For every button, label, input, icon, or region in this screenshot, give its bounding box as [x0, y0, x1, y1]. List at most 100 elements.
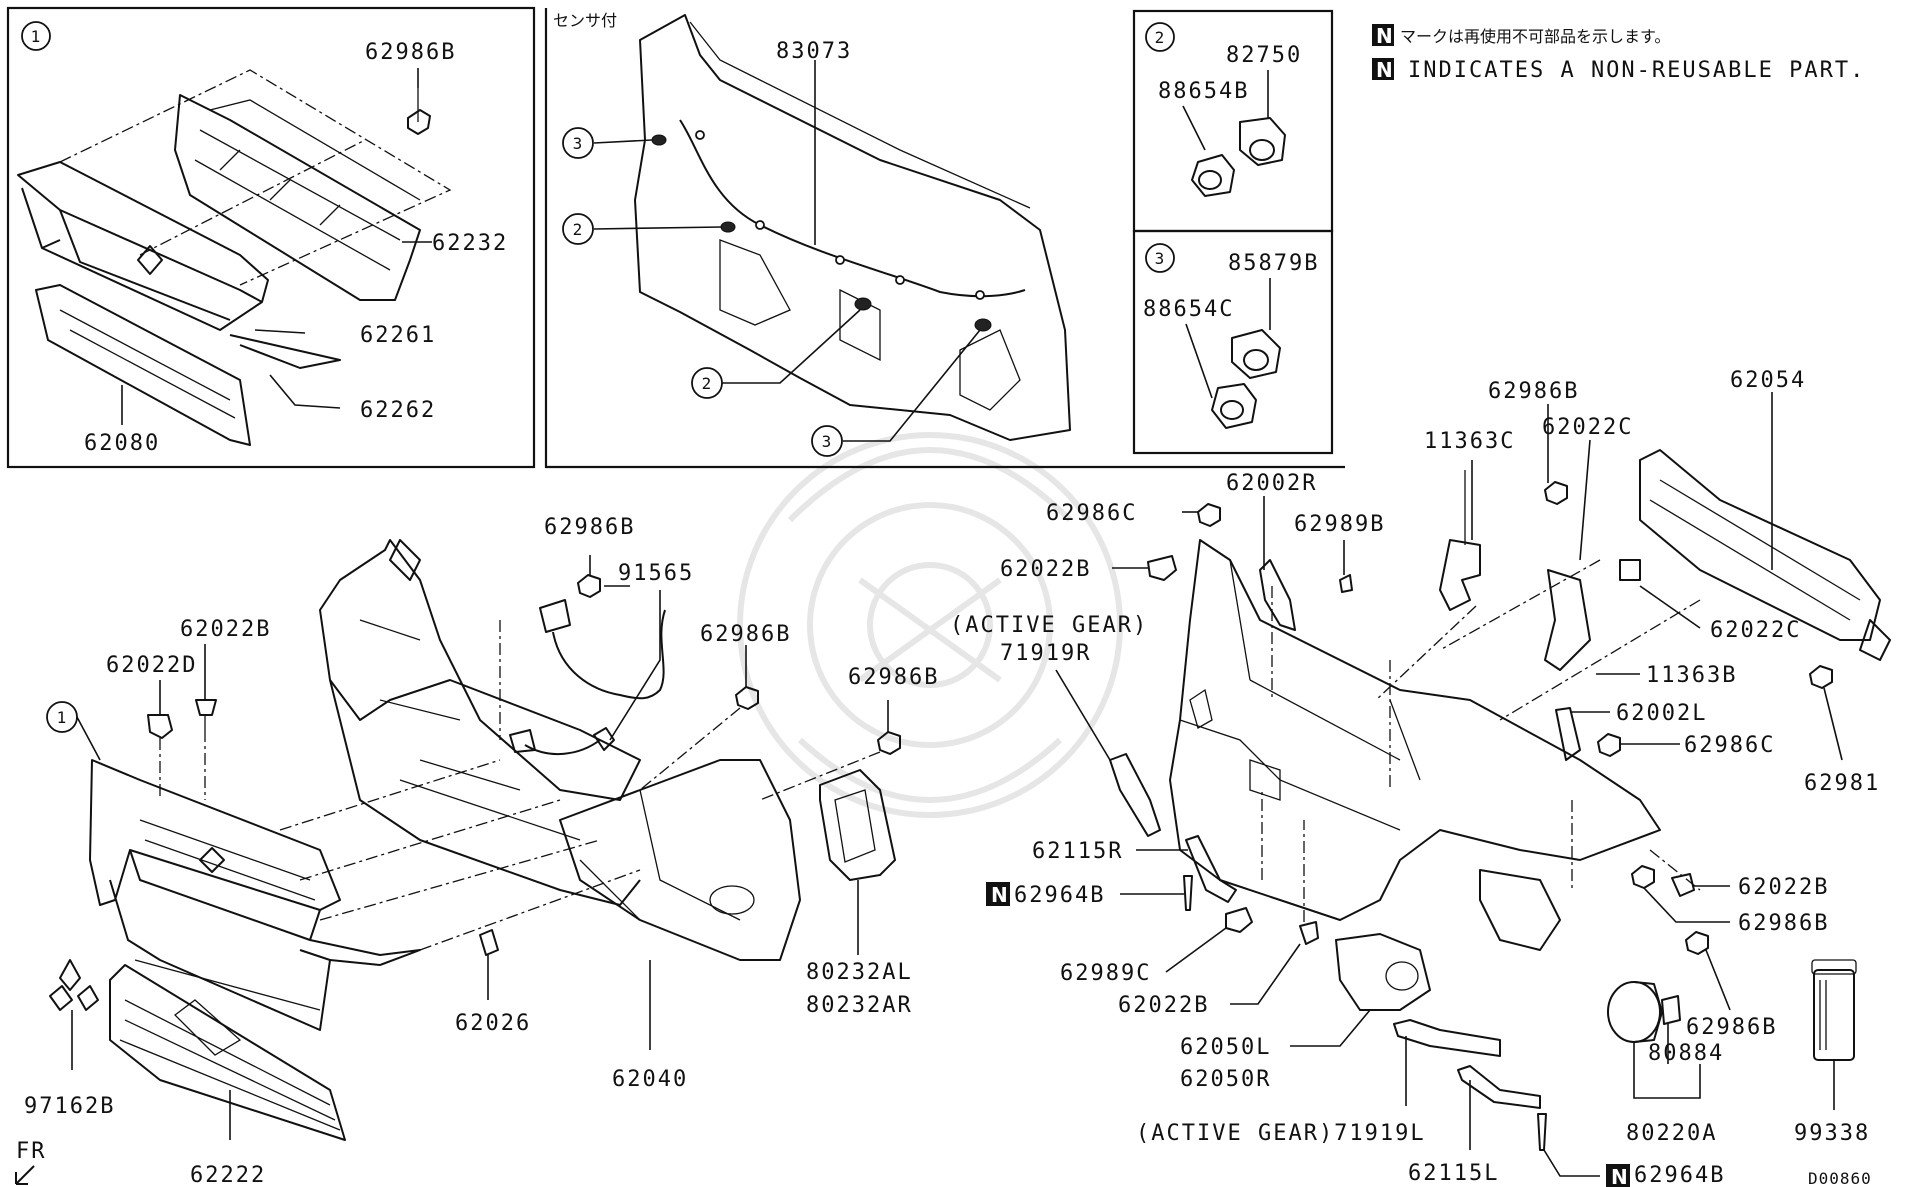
emblem-drawing: [49, 959, 99, 1011]
label-85879B: 85879B: [1228, 251, 1319, 276]
front-direction-arrow: FR: [15, 1139, 47, 1185]
svg-text:N: N: [1376, 24, 1393, 48]
label-62232: 62232: [432, 231, 508, 256]
label-91565: 91565: [618, 561, 694, 586]
sensor-area-border: [544, 8, 1345, 469]
clip-62022B-d: [1671, 873, 1695, 897]
label-80232AR: 80232AR: [806, 993, 913, 1018]
svg-text:2: 2: [702, 374, 713, 393]
label-62040: 62040: [612, 1067, 688, 1092]
callout-2-lower: 2: [691, 367, 723, 399]
assembly-lines-right: [1261, 559, 1701, 922]
label-62989B: 62989B: [1294, 512, 1385, 537]
svg-text:3: 3: [1155, 249, 1166, 268]
n-badge-62964B-b: N: [1606, 1164, 1630, 1187]
svg-text:2: 2: [573, 220, 584, 239]
label-99338: 99338: [1794, 1121, 1870, 1146]
fog-lamp-drawing: [1607, 981, 1681, 1043]
label-62986B: 62986B: [365, 40, 456, 65]
tube-99338-drawing: [1811, 959, 1857, 1061]
garnish-71919L-drawing: [1393, 1019, 1501, 1057]
main-bumper-right-drawing: [1169, 539, 1661, 951]
bolt-62986B-b: [577, 574, 601, 598]
svg-text:FR: FR: [16, 1139, 47, 1164]
right-bracket-drawing: [1259, 470, 1641, 671]
label-11363C: 11363C: [1424, 429, 1515, 454]
watermark-emblem: [737, 432, 1123, 818]
label-62002R: 62002R: [1226, 471, 1317, 496]
label-97162B: 97162B: [24, 1094, 115, 1119]
svg-text:1: 1: [57, 708, 68, 727]
label-88654C: 88654C: [1143, 297, 1234, 322]
bolt-62986C-b: [1597, 733, 1621, 757]
lower-clip-group: [147, 699, 217, 739]
bracket-62002L-drawing: [1555, 707, 1581, 761]
label-62022B-b: 62022B: [1000, 557, 1091, 582]
label-active-gear-r: (ACTIVE GEAR): [950, 613, 1148, 638]
label-88654B: 88654B: [1158, 79, 1249, 104]
garnish-71919R-drawing: [1109, 753, 1161, 837]
front-grille-assembly-drawing: [89, 759, 421, 1141]
label-62261: 62261: [360, 323, 436, 348]
fog-bezel-drawing: [819, 769, 896, 881]
upper-grille-drawing: [17, 69, 452, 446]
reinforcement-drawing: [1639, 449, 1891, 661]
pin-62964B-b: [1537, 1113, 1547, 1151]
bolt-62986B-e: [1544, 481, 1568, 505]
wire-harness-drawing: [499, 599, 666, 756]
bolt-62986C-a: [1197, 503, 1221, 527]
label-62964B-a: 62964B: [1014, 883, 1105, 908]
pin-62964B-a: [1183, 875, 1193, 911]
callout-3-upper: 3: [562, 127, 594, 159]
label-62022B-d: 62022B: [1738, 875, 1829, 900]
label-71919R: 71919R: [1000, 641, 1091, 666]
bolt-62986B-g: [1685, 931, 1709, 955]
label-62050R: 62050R: [1180, 1067, 1271, 1092]
japanese-note: マークは再使用不可部品を示します。: [1400, 27, 1670, 46]
svg-text:3: 3: [822, 432, 833, 451]
label-62002L: 62002L: [1616, 701, 1707, 726]
bracket-62115L-drawing: [1457, 1065, 1541, 1109]
label-62022D: 62022D: [106, 653, 197, 678]
label-62989C: 62989C: [1060, 961, 1151, 986]
label-83073: 83073: [776, 39, 852, 64]
callout-3-lower: 3: [811, 425, 843, 457]
label-62115L: 62115L: [1408, 1161, 1499, 1186]
label-62986C-b: 62986C: [1684, 733, 1775, 758]
label-80884: 80884: [1648, 1041, 1724, 1066]
english-note: INDICATES A NON-REUSABLE PART.: [1408, 58, 1865, 83]
label-62022B-c: 62022B: [1118, 993, 1209, 1018]
label-80220A: 80220A: [1626, 1121, 1717, 1146]
clip-62989C: [1225, 907, 1253, 933]
n-badge-62964B-a: N: [986, 882, 1010, 907]
n-badge-japanese: N: [1372, 24, 1394, 48]
label-80232AL: 80232AL: [806, 960, 913, 985]
label-62986B-b: 62986B: [544, 515, 635, 540]
label-62981: 62981: [1804, 771, 1880, 796]
inset-box-1: [6, 6, 536, 469]
assembly-lines-left: [279, 759, 641, 951]
clip-62022B-b: [1147, 555, 1177, 581]
label-62054: 62054: [1730, 368, 1806, 393]
bumper-cover-drawing: [559, 759, 801, 961]
label-71919L: (ACTIVE GEAR)71919L: [1136, 1121, 1426, 1146]
bolt-62986B-f: [1631, 865, 1655, 889]
svg-text:2: 2: [1155, 28, 1166, 47]
label-62986B-f: 62986B: [1738, 911, 1829, 936]
fog-bezel-62050-drawing: [1335, 933, 1431, 1011]
bracket-62115R-drawing: [1185, 835, 1237, 903]
svg-text:N: N: [1611, 1165, 1628, 1187]
callout-3-inset: 3: [1145, 243, 1175, 273]
label-62022C: 62022C: [1542, 415, 1633, 440]
svg-text:1: 1: [31, 27, 42, 46]
label-62262: 62262: [360, 398, 436, 423]
label-62964B-b: 62964B: [1634, 1163, 1725, 1187]
label-62986B-e: 62986B: [1488, 379, 1579, 404]
label-62986B-d: 62986B: [848, 665, 939, 690]
label-11363B: 11363B: [1646, 663, 1737, 688]
callout-1-inset: 1: [21, 21, 51, 51]
label-62986B-c: 62986B: [700, 622, 791, 647]
label-62022C-b: 62022C: [1710, 618, 1801, 643]
n-badge-english: N: [1372, 58, 1394, 82]
